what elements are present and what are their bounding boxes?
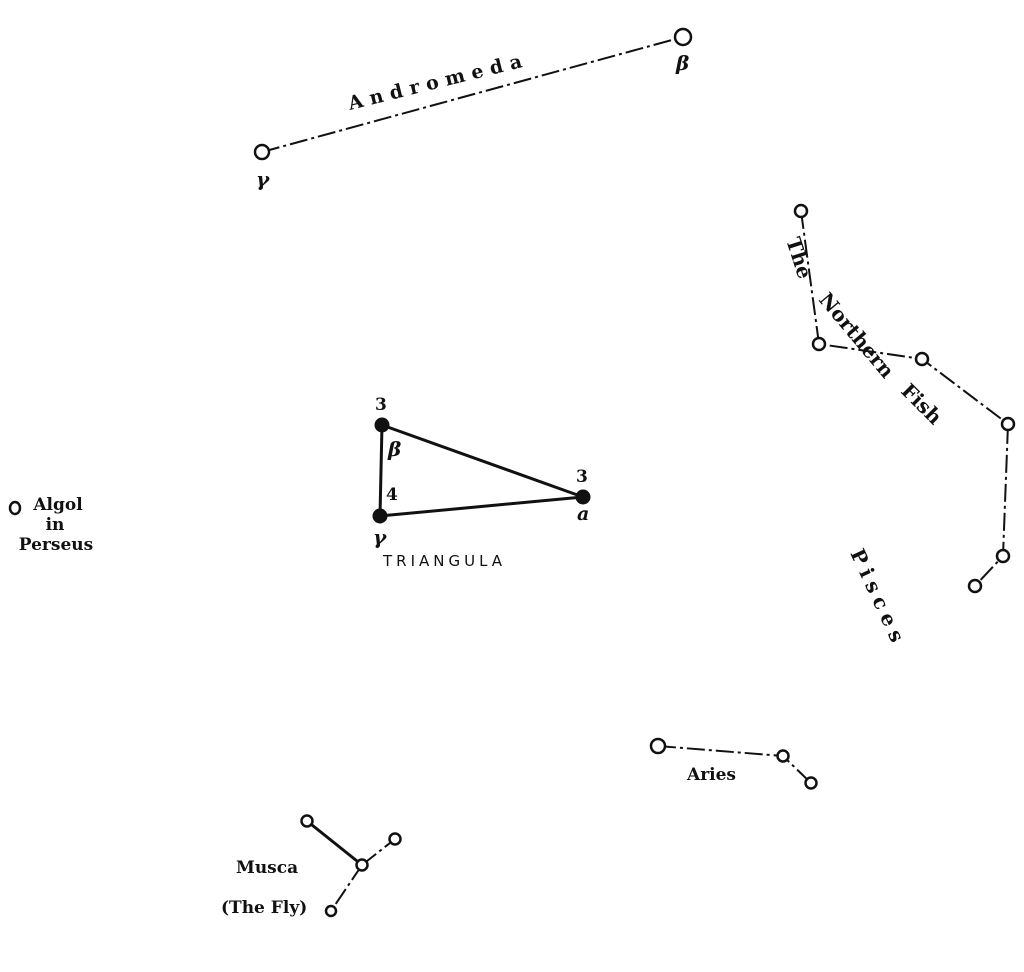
star-triangula-alpha bbox=[575, 489, 591, 505]
the-label: The bbox=[781, 234, 817, 282]
star-triangula-beta bbox=[374, 417, 390, 433]
star-andromeda-gamma bbox=[253, 143, 271, 161]
star-pisces bbox=[967, 578, 983, 594]
star-pisces bbox=[793, 203, 809, 219]
alpha-magnitude: 3 bbox=[576, 467, 588, 487]
andromeda-gamma-label: γ bbox=[256, 167, 270, 191]
star-pisces bbox=[811, 336, 827, 352]
star-algol bbox=[8, 500, 22, 516]
triangula-lines bbox=[378, 422, 584, 518]
star-aries bbox=[804, 776, 818, 790]
algol-group: Algol in Perseus bbox=[8, 495, 93, 555]
beta-label: β bbox=[387, 437, 401, 461]
musca-line bbox=[306, 819, 363, 867]
andromeda-label: Andromeda bbox=[345, 49, 531, 115]
algol-label: Algol bbox=[32, 495, 83, 515]
triangula-label: TRIANGULA bbox=[382, 552, 506, 570]
northern-fish-line bbox=[800, 210, 1010, 587]
star-pisces bbox=[995, 548, 1011, 564]
aries-label: Aries bbox=[686, 765, 736, 785]
star-musca bbox=[388, 832, 402, 846]
andromeda-beta-label: β bbox=[675, 51, 689, 75]
star-pisces bbox=[1000, 416, 1016, 432]
beta-magnitude: 3 bbox=[375, 395, 387, 415]
alpha-label: a bbox=[577, 503, 589, 525]
star-musca bbox=[300, 814, 314, 828]
northern-label: Northern bbox=[814, 288, 899, 383]
star-musca bbox=[324, 904, 338, 918]
perseus-label: Perseus bbox=[19, 535, 93, 555]
andromeda-line bbox=[261, 36, 684, 153]
fish-label: Fish bbox=[896, 379, 947, 430]
aries-constellation: Aries bbox=[649, 737, 818, 790]
gamma-label: γ bbox=[373, 525, 387, 549]
star-andromeda-beta bbox=[673, 27, 693, 47]
gamma-magnitude: 4 bbox=[386, 485, 398, 505]
algol-in-label: in bbox=[46, 515, 65, 535]
pisces-constellation: The Northern Fish Pisces bbox=[781, 203, 1016, 651]
star-aries bbox=[776, 749, 790, 763]
pisces-label: Pisces bbox=[845, 545, 912, 651]
star-musca bbox=[355, 858, 369, 872]
musca-line bbox=[330, 864, 363, 912]
triangula-constellation: 3 β 4 γ 3 a TRIANGULA bbox=[372, 395, 591, 570]
musca-constellation: Musca (The Fly) bbox=[221, 814, 402, 918]
musca-line bbox=[361, 838, 396, 866]
star-triangula-gamma bbox=[372, 508, 388, 524]
star-aries bbox=[649, 737, 667, 755]
musca-label: Musca bbox=[236, 858, 298, 878]
musca-subtitle: (The Fly) bbox=[221, 898, 307, 918]
star-pisces bbox=[914, 351, 930, 367]
andromeda-constellation: Andromeda β γ bbox=[253, 27, 693, 191]
